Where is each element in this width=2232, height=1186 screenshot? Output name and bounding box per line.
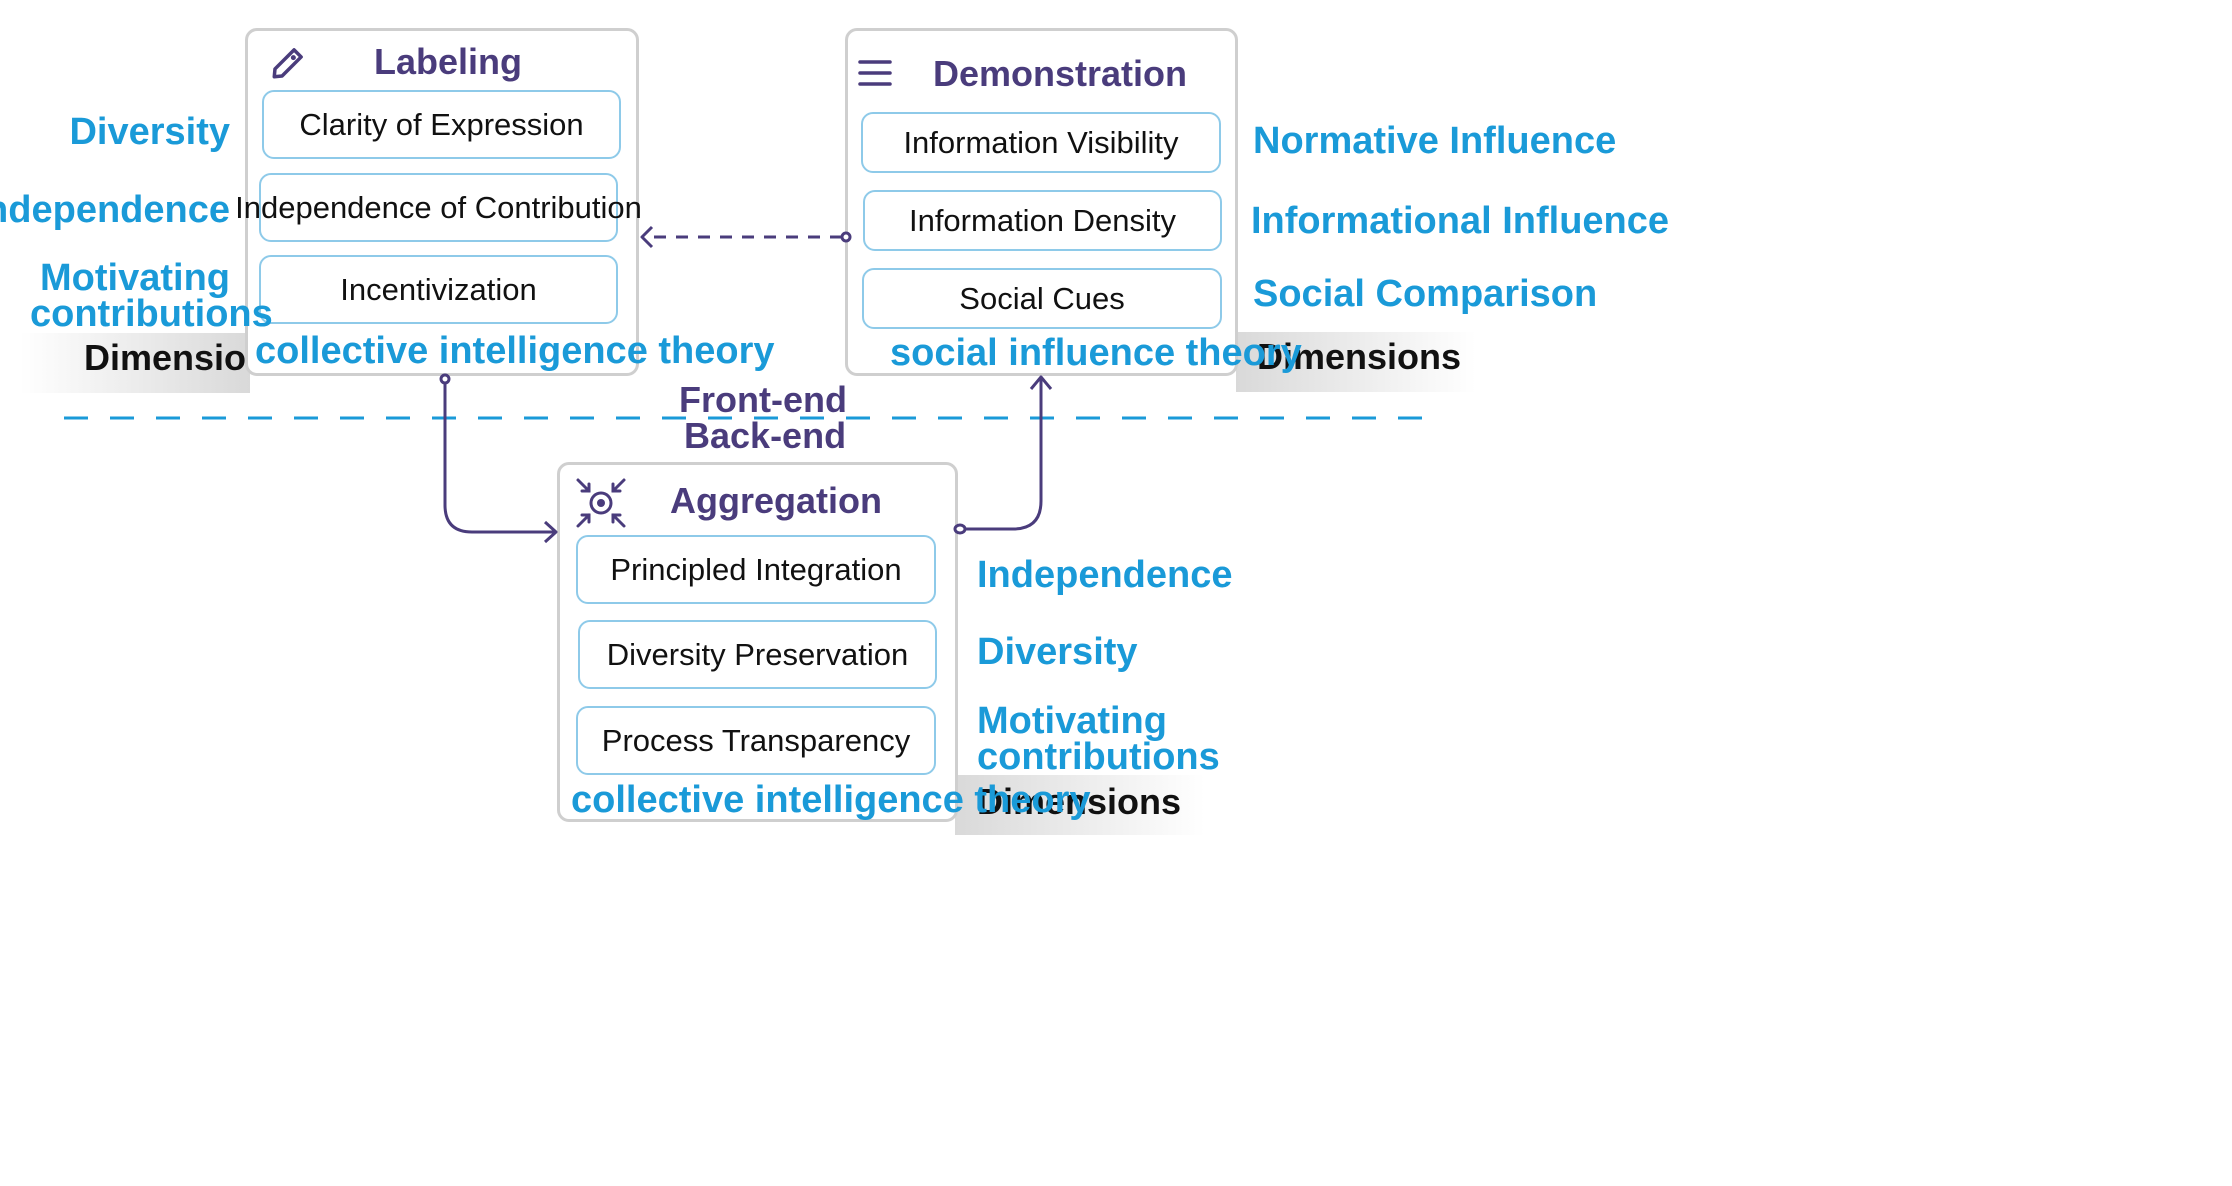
demonstration-dimensions-label: Dimensions <box>1257 336 1462 377</box>
demonstration-item-visibility: Information Visibility <box>861 112 1221 173</box>
menu-lines-icon <box>858 58 892 88</box>
back-end-label: Back-end <box>684 415 847 456</box>
demonstration-dimension-normative: Normative Influence <box>1253 120 1617 162</box>
aggregation-dimensions-label: Dimensions <box>977 781 1182 822</box>
aggregation-dimension-motivating: Motivating contributions <box>977 700 1220 778</box>
aggregation-dimension-diversity: Diversity <box>977 631 1138 673</box>
labeling-to-aggregation-connector <box>439 373 558 544</box>
aggregation-dimensions-bar <box>955 775 1205 835</box>
front-end-label: Front-end <box>679 379 847 420</box>
aggregation-to-demonstration-connector <box>953 375 1053 535</box>
labeling-title: Labeling <box>374 41 523 82</box>
demonstration-dimension-informational: Informational Influence <box>1251 200 1670 242</box>
demonstration-to-labeling-connector <box>640 225 852 249</box>
demonstration-title: Demonstration <box>933 53 1188 94</box>
labeling-dimension-diversity: Diversity <box>69 111 230 153</box>
demonstration-dimension-social-comparison: Social Comparison <box>1253 273 1598 315</box>
labeling-theory: collective intelligence theory <box>255 330 775 372</box>
labeling-dimension-independence: Independence <box>0 189 230 231</box>
aggregation-title: Aggregation <box>670 480 882 521</box>
aggregation-item-diversity: Diversity Preservation <box>578 620 937 689</box>
demonstration-theory: social influence theory <box>890 332 1302 374</box>
labeling-item-incentivization: Incentivization <box>259 255 618 324</box>
labeling-dimensions-bar <box>20 333 250 393</box>
converge-target-icon <box>574 476 628 530</box>
tag-icon <box>265 42 309 86</box>
aggregation-dimension-independence: Independence <box>977 554 1233 596</box>
aggregation-item-transparency: Process Transparency <box>576 706 936 775</box>
demonstration-item-social-cues: Social Cues <box>862 268 1222 329</box>
aggregation-theory: collective intelligence theory <box>571 779 1091 821</box>
labeling-item-clarity: Clarity of Expression <box>262 90 621 159</box>
aggregation-item-integration: Principled Integration <box>576 535 936 604</box>
labeling-item-independence: Independence of Contribution <box>235 173 642 242</box>
demonstration-item-density: Information Density <box>863 190 1222 251</box>
demonstration-dimensions-bar <box>1236 332 1476 392</box>
